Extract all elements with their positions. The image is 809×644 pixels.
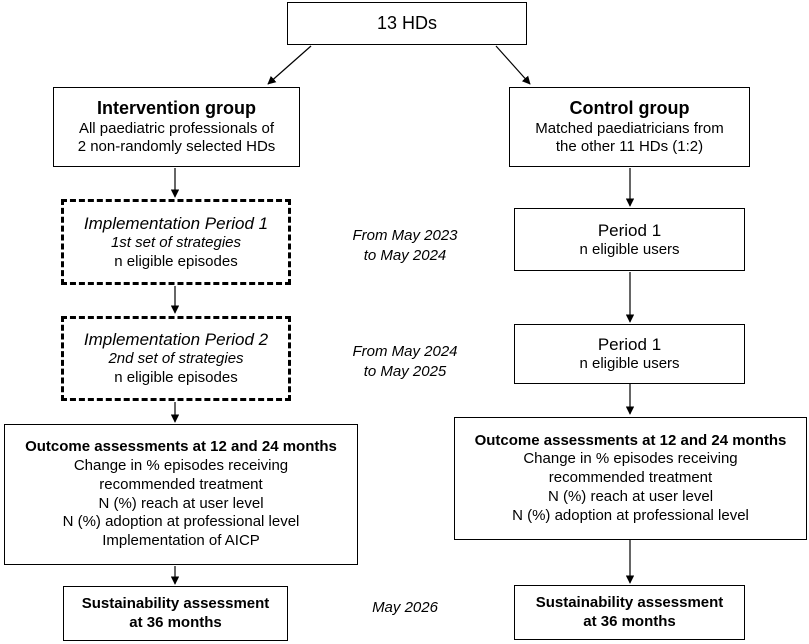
outcome-left-item: recommended treatment: [99, 475, 263, 493]
intervention-group-box: Intervention group All paediatric profes…: [53, 87, 300, 167]
sust-right-line1: Sustainability assessment: [535, 593, 724, 611]
arrow-top-to-control: [495, 45, 531, 85]
impl2-title: Implementation Period 2: [83, 330, 269, 350]
control-period1-box: Period 1 n eligible users: [514, 208, 745, 271]
impl1-title: Implementation Period 1: [83, 213, 269, 233]
sust-left-line2: at 36 months: [129, 613, 222, 631]
impl1-sub: 1st set of strategies: [110, 233, 242, 251]
impl1-detail: n eligible episodes: [114, 252, 238, 270]
date-p1-line1: From May 2023: [352, 227, 458, 244]
ctrl-period2-title: Period 1: [597, 335, 662, 354]
date-period1: From May 2023 to May 2024: [330, 226, 480, 265]
impl-period1-box: Implementation Period 1 1st set of strat…: [61, 199, 291, 285]
arrow-top-to-intervention: [267, 45, 312, 85]
outcome-right-item: recommended treatment: [548, 469, 713, 487]
ctrl-period1-detail: n eligible users: [579, 240, 680, 258]
intervention-line2: 2 non-randomly selected HDs: [77, 138, 276, 156]
impl2-sub: 2nd set of strategies: [108, 350, 244, 368]
date-sust: May 2026: [372, 599, 438, 616]
ctrl-period2-detail: n eligible users: [579, 355, 680, 373]
top-label: 13 HDs: [376, 13, 438, 34]
date-p2-line2: to May 2025: [363, 362, 447, 380]
outcome-left-box: Outcome assessments at 12 and 24 months …: [4, 424, 358, 565]
outcome-left-item: N (%) reach at user level: [98, 494, 264, 512]
intervention-line1: All paediatric professionals of: [78, 119, 275, 137]
date-p1-line2: to May 2024: [363, 246, 447, 264]
impl-period2-box: Implementation Period 2 2nd set of strat…: [61, 316, 291, 401]
control-line1: Matched paediatricians from: [535, 119, 724, 137]
outcome-right-item: Change in % episodes receiving: [523, 450, 738, 468]
outcome-left-title: Outcome assessments at 12 and 24 months: [25, 438, 337, 456]
sust-left-line1: Sustainability assessment: [81, 594, 270, 612]
sust-right-line2: at 36 months: [583, 612, 676, 630]
outcome-right-item: N (%) reach at user level: [547, 487, 714, 505]
outcome-left-item: N (%) adoption at professional level: [62, 513, 300, 531]
control-group-box: Control group Matched paediatricians fro…: [509, 87, 750, 167]
control-period2-box: Period 1 n eligible users: [514, 324, 745, 384]
date-sustainability: May 2026: [330, 598, 480, 618]
outcome-right-box: Outcome assessments at 12 and 24 months …: [454, 417, 807, 540]
control-line2: the other 11 HDs (1:2): [555, 138, 704, 156]
top-box: 13 HDs: [287, 2, 527, 45]
outcome-left-item: Change in % episodes receiving: [73, 457, 289, 474]
outcome-right-title: Outcome assessments at 12 and 24 months: [474, 431, 787, 449]
outcome-right-item: N (%) adoption at professional level: [512, 506, 749, 524]
sustainability-left-box: Sustainability assessment at 36 months: [63, 586, 288, 641]
sustainability-right-box: Sustainability assessment at 36 months: [514, 585, 745, 640]
date-p2-line1: From May 2024: [352, 343, 458, 360]
control-title: Control group: [569, 98, 690, 118]
date-period2: From May 2024 to May 2025: [330, 342, 480, 381]
impl2-detail: n eligible episodes: [114, 369, 238, 387]
ctrl-period1-title: Period 1: [597, 220, 662, 240]
intervention-title: Intervention group: [97, 98, 256, 118]
outcome-left-item: Implementation of AICP: [102, 532, 260, 549]
